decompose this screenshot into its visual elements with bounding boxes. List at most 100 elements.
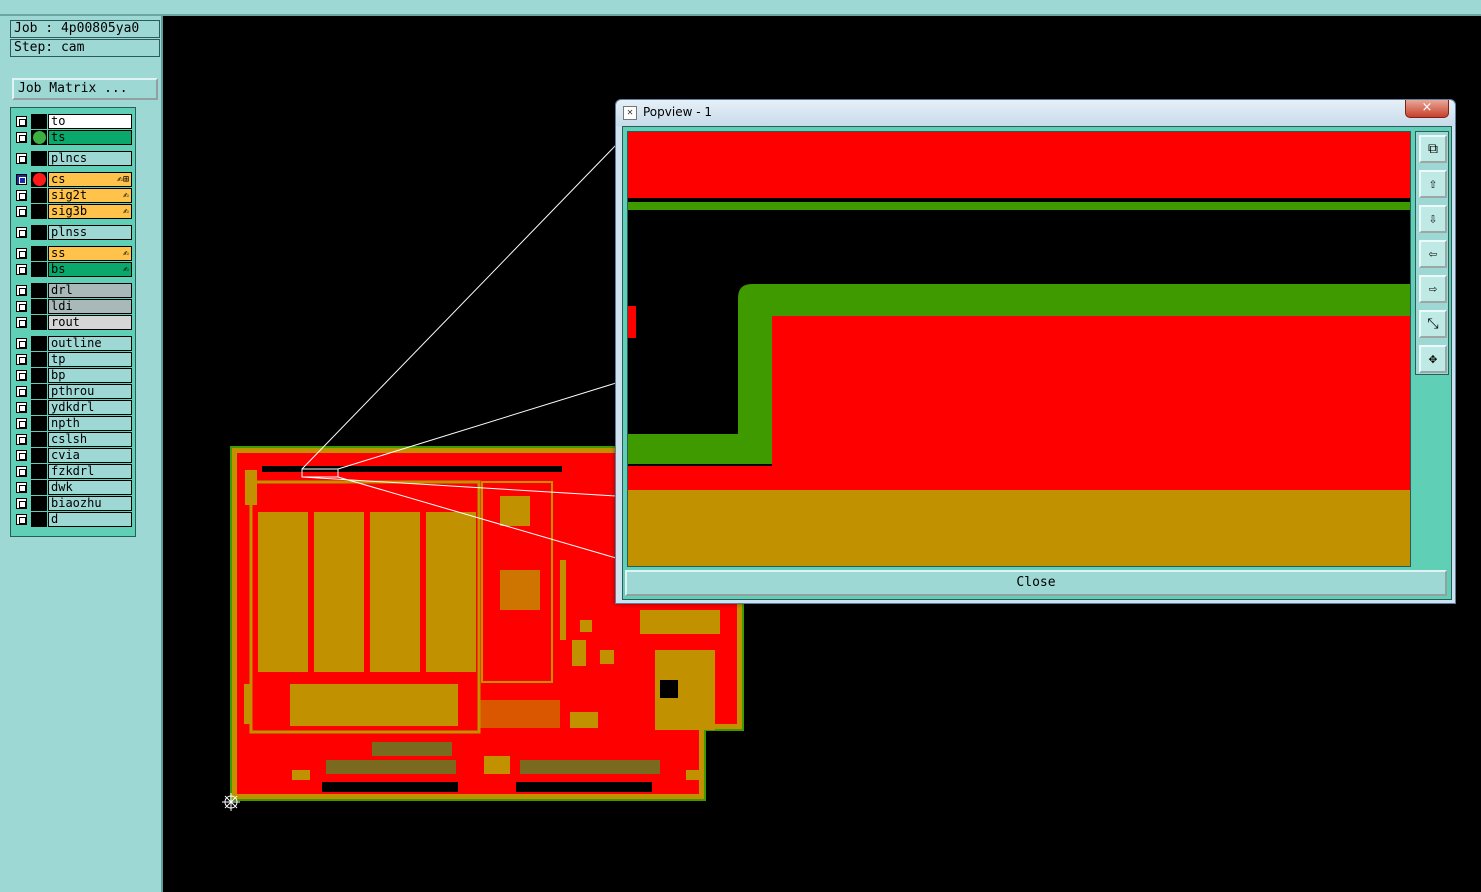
layer-color-indicator[interactable] (31, 130, 47, 145)
layer-color-indicator[interactable] (31, 262, 47, 277)
layer-row-to[interactable]: to (14, 114, 134, 129)
layer-color-indicator[interactable] (31, 368, 47, 383)
layer-color-indicator[interactable] (31, 283, 47, 298)
layer-color-indicator[interactable] (31, 448, 47, 463)
layer-color-indicator[interactable] (31, 188, 47, 203)
layer-color-indicator[interactable] (31, 480, 47, 495)
layer-name[interactable]: cslsh (48, 432, 132, 447)
layer-name[interactable]: plncs (48, 151, 132, 166)
pan-down-icon[interactable]: ⇩ (1419, 205, 1447, 233)
layer-color-indicator[interactable] (31, 114, 47, 129)
layer-checkbox[interactable] (16, 116, 27, 127)
layer-name[interactable]: sig3b✍ (48, 204, 132, 219)
layer-color-indicator[interactable] (31, 432, 47, 447)
layer-row-d[interactable]: d (14, 512, 134, 527)
layer-checkbox[interactable] (16, 434, 27, 445)
layer-name[interactable]: npth (48, 416, 132, 431)
zoom-out-icon[interactable]: ✥ (1419, 345, 1447, 373)
window-close-button[interactable]: × (1405, 100, 1449, 118)
popview-window[interactable]: ✕ Popview - 1 × ⧉⇧⇩⇦⇨⤡✥ Close (615, 99, 1456, 604)
layer-checkbox[interactable] (16, 248, 27, 259)
layer-row-npth[interactable]: npth (14, 416, 134, 431)
layer-row-ydkdrl[interactable]: ydkdrl (14, 400, 134, 415)
layer-checkbox[interactable] (16, 418, 27, 429)
layer-row-outline[interactable]: outline (14, 336, 134, 351)
layer-row-pthrou[interactable]: pthrou (14, 384, 134, 399)
layer-checkbox[interactable] (16, 132, 27, 143)
layer-row-fzkdrl[interactable]: fzkdrl (14, 464, 134, 479)
layer-color-indicator[interactable] (31, 512, 47, 527)
layer-row-biaozhu[interactable]: biaozhu (14, 496, 134, 511)
layer-checkbox[interactable] (16, 190, 27, 201)
layer-color-indicator[interactable] (31, 299, 47, 314)
layer-checkbox[interactable] (16, 466, 27, 477)
layer-checkbox[interactable] (16, 174, 27, 185)
layer-color-indicator[interactable] (31, 384, 47, 399)
layer-color-indicator[interactable] (31, 336, 47, 351)
layer-checkbox[interactable] (16, 354, 27, 365)
layer-color-indicator[interactable] (31, 416, 47, 431)
layer-row-bs[interactable]: bs✍ (14, 262, 134, 277)
layer-row-ldi[interactable]: ldi (14, 299, 134, 314)
layer-name[interactable]: ldi (48, 299, 132, 314)
layer-name[interactable]: ts (48, 130, 132, 145)
layer-name[interactable]: sig2t✍ (48, 188, 132, 203)
layer-checkbox[interactable] (16, 370, 27, 381)
layer-name[interactable]: cvia (48, 448, 132, 463)
layer-row-tp[interactable]: tp (14, 352, 134, 367)
layer-checkbox[interactable] (16, 153, 27, 164)
layer-name[interactable]: biaozhu (48, 496, 132, 511)
layer-name[interactable]: fzkdrl (48, 464, 132, 479)
layer-checkbox[interactable] (16, 264, 27, 275)
layer-name[interactable]: bs✍ (48, 262, 132, 277)
layer-row-sig2t[interactable]: sig2t✍ (14, 188, 134, 203)
layer-color-indicator[interactable] (31, 315, 47, 330)
close-button[interactable]: Close (625, 570, 1447, 596)
popview-zoomed-view[interactable] (627, 131, 1411, 567)
layer-checkbox[interactable] (16, 386, 27, 397)
layer-name[interactable]: tp (48, 352, 132, 367)
pan-right-icon[interactable]: ⇨ (1419, 275, 1447, 303)
layer-color-indicator[interactable] (31, 352, 47, 367)
layer-checkbox[interactable] (16, 514, 27, 525)
layer-name[interactable]: outline (48, 336, 132, 351)
layer-checkbox[interactable] (16, 482, 27, 493)
zoom-in-icon[interactable]: ⤡ (1419, 310, 1447, 338)
layer-name[interactable]: cs✍⊞ (48, 172, 132, 187)
layer-name[interactable]: pthrou (48, 384, 132, 399)
layer-row-cs[interactable]: cs✍⊞ (14, 172, 134, 187)
layer-checkbox[interactable] (16, 301, 27, 312)
layer-name[interactable]: d (48, 512, 132, 527)
pan-left-icon[interactable]: ⇦ (1419, 240, 1447, 268)
layer-color-indicator[interactable] (31, 225, 47, 240)
zoom-home-icon[interactable]: ⧉ (1419, 135, 1447, 163)
layer-name[interactable]: ss✍ (48, 246, 132, 261)
pan-up-icon[interactable]: ⇧ (1419, 170, 1447, 198)
layer-checkbox[interactable] (16, 498, 27, 509)
layer-row-ts[interactable]: ts (14, 130, 134, 145)
layer-color-indicator[interactable] (31, 204, 47, 219)
layer-row-plncs[interactable]: plncs (14, 151, 134, 166)
layer-row-dwk[interactable]: dwk (14, 480, 134, 495)
layer-color-indicator[interactable] (31, 151, 47, 166)
layer-name[interactable]: rout (48, 315, 132, 330)
layer-color-indicator[interactable] (31, 464, 47, 479)
layer-checkbox[interactable] (16, 402, 27, 413)
layer-row-bp[interactable]: bp (14, 368, 134, 383)
layer-row-sig3b[interactable]: sig3b✍ (14, 204, 134, 219)
layer-color-indicator[interactable] (31, 172, 47, 187)
layer-row-ss[interactable]: ss✍ (14, 246, 134, 261)
layer-name[interactable]: bp (48, 368, 132, 383)
layer-name[interactable]: plnss (48, 225, 132, 240)
layer-row-drl[interactable]: drl (14, 283, 134, 298)
layer-color-indicator[interactable] (31, 400, 47, 415)
layer-row-rout[interactable]: rout (14, 315, 134, 330)
layer-checkbox[interactable] (16, 227, 27, 238)
layer-name[interactable]: ydkdrl (48, 400, 132, 415)
layer-row-cvia[interactable]: cvia (14, 448, 134, 463)
layer-row-plnss[interactable]: plnss (14, 225, 134, 240)
layer-color-indicator[interactable] (31, 246, 47, 261)
layer-checkbox[interactable] (16, 285, 27, 296)
layer-name[interactable]: drl (48, 283, 132, 298)
layer-checkbox[interactable] (16, 450, 27, 461)
